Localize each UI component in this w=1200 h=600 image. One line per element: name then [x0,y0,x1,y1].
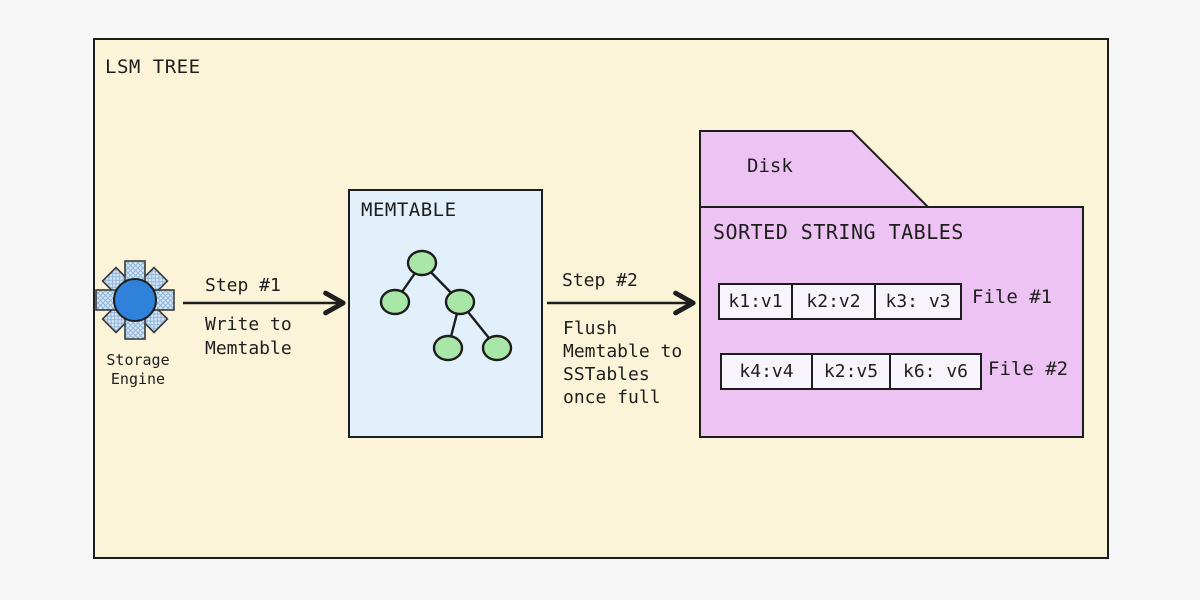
tree-nodes [379,249,513,362]
sstable-cell: k1:v1 [720,285,793,318]
sstable-file-2-row: k4:v4 k2:v5 k6: v6 [720,353,982,390]
sstable-cell: k6: v6 [902,361,969,382]
step1-label: Step #1 [205,275,281,296]
step2-caption-line4: once full [563,387,661,408]
tree-node-root [406,249,438,277]
disk-tab-label: Disk [747,155,793,177]
memtable-tree [379,249,513,362]
file-2-label: File #2 [988,358,1069,380]
file-1-label: File #1 [972,286,1053,308]
disk-folder-tab [699,130,931,208]
step2-caption-line2: Memtable to [563,341,683,362]
diagram-title: LSM TREE [105,56,201,78]
memtable-box: MEMTABLE [348,189,543,438]
engine-core-circle [113,278,157,322]
diagram-shapes-layer [183,130,1084,438]
storage-engine-icon [95,260,175,340]
tree-node-bottom-right [481,334,513,362]
sstable-cell: k2:v5 [813,355,891,388]
storage-engine-caption-line2: Engine [110,370,166,388]
step1-caption-line2: Memtable [205,338,292,359]
memtable-title: MEMTABLE [361,199,457,221]
tree-node-left [379,288,411,316]
sstable-cell: k3: v3 [885,291,951,312]
sstable-cell: k2:v2 [793,285,876,318]
gear-axis-squares [95,260,175,340]
sstable-cell: k4:v4 [722,355,813,388]
step2-caption-line3: SSTables [563,364,650,385]
step1-caption: Write to Memtable [205,313,292,361]
sstable-file-1-row: k1:v1 k2:v2 k3: v3 [718,283,962,320]
storage-engine-caption-line1: Storage [106,351,170,369]
step2-label: Step #2 [562,270,638,291]
sorted-string-tables-heading: SORTED STRING TABLES [713,220,964,244]
step2-caption-line1: Flush [563,318,618,339]
disk-folder-body [699,206,1084,438]
tree-node-right [444,288,476,316]
tree-node-bottom-left [432,334,464,362]
step1-caption-line1: Write to [205,314,292,335]
